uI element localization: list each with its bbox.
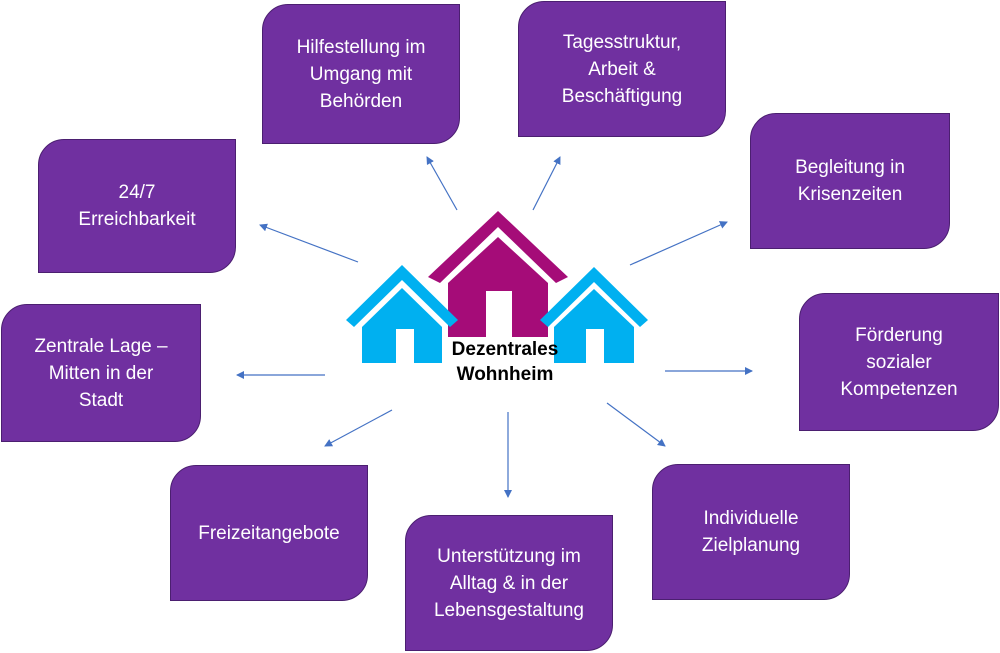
arrow-to-hilfestellung xyxy=(426,156,458,211)
node-tagesstruktur[interactable]: Tagesstruktur, Arbeit & Beschäftigung xyxy=(518,1,726,137)
arrow-to-tagesstruktur xyxy=(532,156,561,211)
left-house-icon xyxy=(346,265,458,363)
center-house-icon xyxy=(428,211,568,337)
node-zentrale-lage[interactable]: Zentrale Lage – Mitten in der Stadt xyxy=(1,304,201,442)
node-erreichbarkeit[interactable]: 24/7 Erreichbarkeit xyxy=(38,139,236,273)
node-hilfestellung[interactable]: Hilfestellung im Umgang mit Behörden xyxy=(262,4,460,144)
arrow-to-begleitung xyxy=(629,221,728,266)
houses-icon xyxy=(346,211,648,363)
arrow-to-zielplanung xyxy=(606,402,666,447)
node-zielplanung[interactable]: Individuelle Zielplanung xyxy=(652,464,850,600)
node-unterstuetzung[interactable]: Unterstützung im Alltag & in der Lebensg… xyxy=(405,515,613,651)
center-label: Dezentrales Wohnheim xyxy=(451,339,559,385)
arrow-to-erreichbarkeit xyxy=(259,223,359,263)
right-house-icon xyxy=(540,267,648,363)
node-begleitung[interactable]: Begleitung in Krisenzeiten xyxy=(750,113,950,249)
arrow-to-freizeit xyxy=(324,409,393,447)
node-foerderung[interactable]: Förderung sozialer Kompetenzen xyxy=(799,293,999,431)
node-freizeit[interactable]: Freizeitangebote xyxy=(170,465,368,601)
